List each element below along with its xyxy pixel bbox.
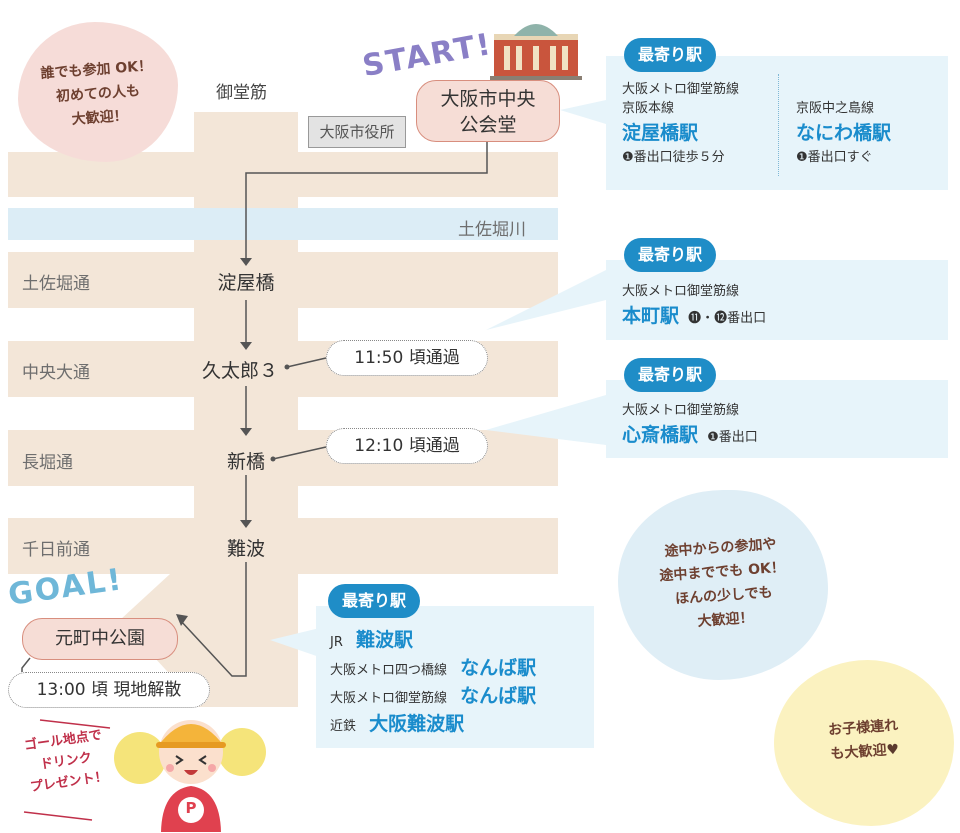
- nearest-shinbashi-exit: ❶番出口: [707, 430, 758, 445]
- nearest-goal-line: 大阪メトロ四つ橋線: [330, 663, 448, 678]
- nearest-goal-station: 難波駅: [355, 629, 413, 651]
- stop-namba: 難波: [226, 538, 266, 560]
- nearest-start-divider: [778, 74, 779, 176]
- nearest-start-line1: 大阪メトロ御堂筋線: [622, 82, 740, 97]
- tosabori-river: [8, 208, 558, 240]
- goal-place: 元町中公園: [55, 628, 145, 649]
- nearest-goal-row: JR 難波駅: [330, 626, 586, 654]
- join-midway-bubble: 途中からの参加や 途中まででも OK！ ほんの少しでも 大歓迎！: [618, 490, 828, 680]
- nearest-shinbashi-info: 大阪メトロ御堂筋線 心斎橋駅 ❶番出口: [622, 401, 758, 453]
- nearest-start-box: [606, 56, 948, 190]
- nearest-shinbashi-box: [606, 380, 948, 458]
- nearest-start-col2: 京阪中之島線 なにわ橋駅 ❶番出口すぐ: [796, 99, 891, 167]
- nearest-kyutaro-exit: ⓫・⓬番出口: [688, 311, 767, 326]
- nearest-goal-line: 近鉄: [330, 719, 357, 734]
- road-label-sennichimae: 千日前通: [22, 540, 90, 560]
- nearest-start-col1: 大阪メトロ御堂筋線 京阪本線 淀屋橋駅 ❶番出口徒歩５分: [622, 80, 739, 167]
- nearest-goal-row: 大阪メトロ四つ橋線 なんば駅: [330, 654, 586, 682]
- start-place-line2: 公会堂: [459, 114, 517, 136]
- station-tag-start: 最寄り駅: [624, 38, 717, 72]
- nearest-kyutaro-station: 本町駅: [622, 305, 680, 327]
- stop-kyutaro: 久太郎３: [201, 360, 279, 382]
- road-label-nagahori: 長堀通: [22, 453, 73, 473]
- station-tag-kyutaro: 最寄り駅: [624, 238, 717, 272]
- time-kyutaro: 11:50 頃通過: [326, 340, 488, 376]
- nearest-start-station1: 淀屋橋駅: [622, 122, 699, 144]
- nearest-start-line2: 京阪本線: [622, 101, 675, 116]
- sennichimae-street: [8, 518, 558, 574]
- start-endpoint: 大阪市中央 公会堂: [416, 80, 560, 142]
- nearest-start-col2-line: 京阪中之島線: [796, 101, 875, 116]
- time-goal: 13:00 頃 現地解散: [8, 672, 210, 708]
- nearest-kyutaro-line: 大阪メトロ御堂筋線: [622, 284, 740, 299]
- welcome-bubble: 誰でも参加 OK！ 初めての人も 大歓迎！: [18, 22, 178, 162]
- nearest-goal-box: [316, 606, 594, 748]
- station-tag-goal: 最寄り駅: [328, 584, 421, 618]
- road-label-tosabori: 土佐堀通: [22, 274, 90, 294]
- nearest-goal-row: 近鉄 大阪難波駅: [330, 710, 586, 738]
- nearest-goal-line: JR: [330, 635, 343, 650]
- mascot-badge: P: [185, 799, 197, 817]
- nearest-kyutaro-info: 大阪メトロ御堂筋線 本町駅 ⓫・⓬番出口: [622, 282, 766, 334]
- public-hall-icon: [490, 24, 582, 80]
- nearest-goal-list: JR 難波駅 大阪メトロ四つ橋線 なんば駅 大阪メトロ御堂筋線 なんば駅 近鉄 …: [330, 626, 586, 738]
- nearest-start-exit1: ❶番出口徒歩５分: [622, 150, 725, 165]
- tosabori-street: [8, 252, 558, 308]
- kids-bubble: お子様連れ も大歓迎♥: [774, 660, 954, 826]
- road-label-chuo: 中央大通: [22, 363, 90, 383]
- stop-shinbashi: 新橋: [226, 451, 266, 473]
- goal-endpoint: 元町中公園: [22, 618, 178, 660]
- stop-yodoyabashi: 淀屋橋: [217, 272, 275, 294]
- time-shinbashi: 12:10 頃通過: [326, 428, 488, 464]
- nearest-goal-station: なんば駅: [460, 657, 537, 679]
- goal-connector: [21, 657, 31, 672]
- road-label-midosuji: 御堂筋: [216, 83, 267, 103]
- start-place-line1: 大阪市中央: [440, 88, 536, 110]
- nearest-start-exit2: ❶番出口すぐ: [796, 150, 873, 165]
- nearest-kyutaro-box: [606, 260, 948, 340]
- nearest-goal-station: なんば駅: [460, 685, 537, 707]
- road-label-river: 土佐堀川: [458, 220, 526, 240]
- nearest-goal-station: 大阪難波駅: [369, 713, 465, 735]
- nearest-goal-row: 大阪メトロ御堂筋線 なんば駅: [330, 682, 586, 710]
- drink-note-lines: [23, 719, 111, 821]
- nearest-goal-line: 大阪メトロ御堂筋線: [330, 691, 448, 706]
- nearest-shinbashi-station: 心斎橋駅: [622, 424, 699, 446]
- city-hall-label: 大阪市役所: [308, 116, 406, 148]
- station-tag-shinbashi: 最寄り駅: [624, 358, 717, 392]
- nearest-shinbashi-line: 大阪メトロ御堂筋線: [622, 403, 740, 418]
- cheerleader-mascot-icon: [114, 720, 266, 832]
- nearest-start-station2: なにわ橋駅: [796, 122, 892, 144]
